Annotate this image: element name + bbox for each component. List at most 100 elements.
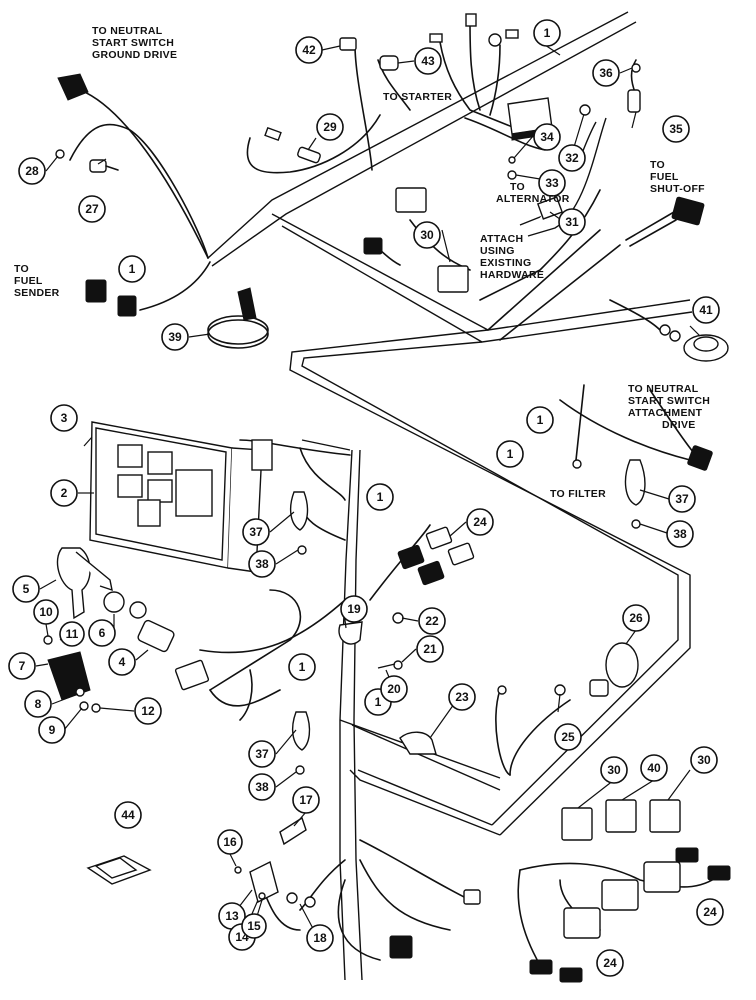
callout-22: 22 [418, 607, 446, 635]
bezel-6 [103, 591, 125, 613]
callout-38-lower: 38 [248, 773, 276, 801]
callout-41: 41 [692, 296, 720, 324]
screw-16 [234, 866, 242, 874]
svg-text:15: 15 [247, 919, 261, 933]
sensor-43 [379, 55, 399, 71]
svg-text:36: 36 [599, 66, 613, 80]
callout-33: 33 [538, 169, 566, 197]
callout-25: 25 [554, 723, 582, 751]
callout-20: 20 [380, 675, 408, 703]
label-neutral-attachment: TO NEUTRAL START SWITCH ATTACHMENT DRIVE [628, 383, 713, 431]
svg-text:6: 6 [99, 626, 106, 640]
svg-text:23: 23 [455, 690, 469, 704]
callout-1-low-left: 1 [288, 653, 316, 681]
terminal-c [505, 29, 519, 39]
callout-28: 28 [18, 157, 46, 185]
wire-leads [69, 19, 721, 966]
svg-text:30: 30 [607, 763, 621, 777]
callout-2: 2 [50, 479, 78, 507]
terminal-42 [339, 37, 357, 51]
nut-34 [508, 156, 516, 164]
svg-text:44: 44 [121, 808, 135, 822]
callout-30-left: 30 [600, 756, 628, 784]
svg-text:1: 1 [299, 660, 306, 674]
relay-connector [363, 187, 427, 255]
svg-text:1: 1 [537, 413, 544, 427]
svg-text:17: 17 [299, 793, 313, 807]
callout-17: 17 [292, 786, 320, 814]
svg-text:21: 21 [423, 642, 437, 656]
svg-text:39: 39 [168, 330, 182, 344]
callouts: 1 1 1 1 1 1 1 2 3 4 5 6 7 8 9 10 11 12 1… [8, 19, 724, 977]
fuel-sender-connector [85, 279, 137, 317]
svg-text:1: 1 [375, 695, 382, 709]
svg-text:30: 30 [420, 228, 434, 242]
callout-39: 39 [161, 323, 189, 351]
washer-21 [393, 660, 403, 670]
svg-text:22: 22 [425, 614, 439, 628]
callout-37-right: 37 [668, 485, 696, 513]
svg-text:33: 33 [545, 176, 559, 190]
svg-text:8: 8 [35, 697, 42, 711]
connector-24-right-a [675, 847, 699, 863]
strap-37-lower [291, 711, 311, 775]
socket-a [563, 907, 601, 939]
svg-text:42: 42 [302, 43, 316, 57]
callout-1-mid-right: 1 [496, 440, 524, 468]
svg-text:38: 38 [255, 780, 269, 794]
callout-35: 35 [662, 115, 690, 143]
svg-text:7: 7 [19, 659, 26, 673]
callout-3: 3 [50, 404, 78, 432]
cluster-connector [251, 439, 273, 471]
label-alternator: TO ALTERNATOR [496, 181, 570, 205]
svg-text:19: 19 [347, 602, 361, 616]
svg-text:16: 16 [223, 835, 237, 849]
svg-text:5: 5 [23, 582, 30, 596]
callout-9: 9 [38, 716, 66, 744]
callout-1-right: 1 [526, 406, 554, 434]
instrument-cluster-2 [89, 421, 263, 573]
connectors-24-middle [397, 526, 475, 586]
fuel-shutoff-connector [625, 196, 705, 247]
gauge-26 [589, 642, 639, 697]
connector-24-bottom-a [529, 959, 553, 975]
callout-10: 10 [33, 599, 59, 625]
svg-text:11: 11 [66, 627, 79, 641]
svg-text:10: 10 [39, 605, 53, 619]
callout-30-top: 30 [413, 221, 441, 249]
svg-text:30: 30 [697, 753, 711, 767]
callout-31: 31 [558, 208, 586, 236]
callout-40: 40 [640, 754, 668, 782]
sender-27 [55, 149, 119, 173]
bolt-32 [579, 104, 591, 116]
label-starter: TO STARTER [383, 91, 452, 103]
callout-24-bottom: 24 [596, 949, 624, 977]
attach-drive-connector [687, 445, 713, 471]
svg-text:24: 24 [703, 905, 717, 919]
callout-36: 36 [592, 59, 620, 87]
svg-text:9: 9 [49, 723, 56, 737]
label-filter: TO FILTER [550, 488, 606, 500]
relay-30-right [649, 799, 681, 833]
connector-24-bottom-b [559, 967, 583, 983]
svg-text:13: 13 [225, 909, 239, 923]
svg-text:1: 1 [377, 490, 384, 504]
callout-29: 29 [316, 113, 344, 141]
ground-drive-connector [57, 73, 89, 101]
text-labels: TO NEUTRAL START SWITCH GROUND DRIVE TO … [14, 25, 713, 500]
svg-text:37: 37 [255, 747, 269, 761]
svg-text:26: 26 [629, 611, 643, 625]
svg-text:29: 29 [323, 120, 337, 134]
svg-text:1: 1 [507, 447, 514, 461]
strap-37-middle [289, 491, 309, 555]
terminal-25b [497, 685, 507, 695]
terminal-25 [554, 684, 566, 696]
nut-22 [392, 612, 404, 624]
svg-text:31: 31 [565, 215, 579, 229]
callout-7: 7 [8, 652, 36, 680]
svg-text:12: 12 [141, 704, 155, 718]
callout-26: 26 [622, 604, 650, 632]
callout-8: 8 [24, 690, 52, 718]
svg-text:3: 3 [61, 411, 68, 425]
